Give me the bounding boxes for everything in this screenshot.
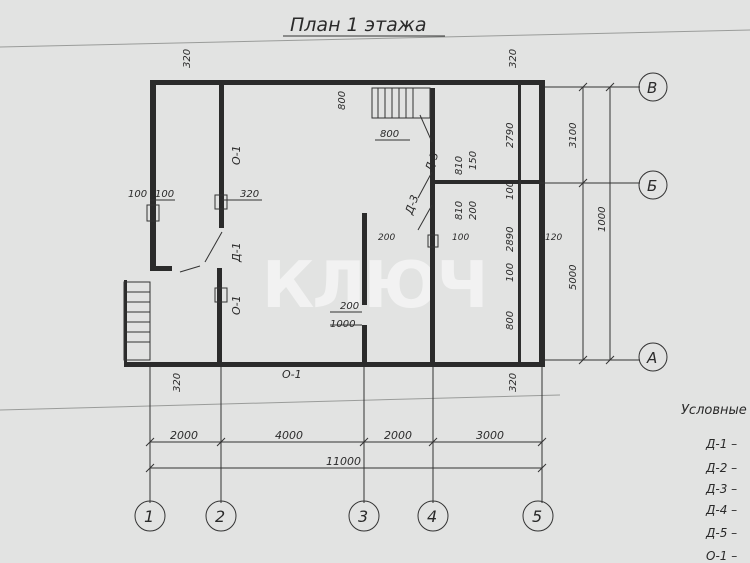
label-810-a: 810 — [454, 156, 465, 175]
label-1000: 1000 — [330, 319, 355, 330]
window-axis2-lower — [214, 287, 228, 303]
label-200-a: 200 — [468, 201, 479, 220]
mark-d3-b: Д-3 — [402, 193, 421, 217]
watermark-text: КЛЮЧ — [262, 249, 486, 323]
wall-vestibule — [150, 266, 172, 271]
door-swings — [179, 171, 433, 326]
entrance-steps — [123, 281, 151, 361]
label-200-b: 200 — [378, 233, 395, 243]
dim-2000-a: 2000 — [170, 429, 198, 442]
wall-axisB — [434, 180, 540, 184]
dim-3100: 3100 — [568, 123, 579, 148]
thick-320-bottom-left: 320 — [172, 373, 183, 392]
axis-lines-horizontal — [540, 86, 640, 361]
staircase — [371, 87, 433, 143]
dim-3000: 3000 — [476, 429, 504, 442]
window-axis2 — [214, 194, 228, 210]
dim-1000: 1000 — [597, 207, 608, 232]
wall-axis2-lower — [217, 268, 222, 363]
dim-2000-b: 2000 — [384, 429, 412, 442]
paper-line-top — [0, 29, 750, 48]
axis-3: 3 — [358, 507, 368, 526]
dim-100-a: 100 — [505, 181, 516, 200]
paper-line-bottom — [0, 394, 561, 411]
mark-o1-c: О-1 — [282, 368, 302, 381]
plan-title: План 1 этажа — [290, 14, 427, 36]
label-320: 320 — [240, 189, 259, 200]
wall-axis3-lower — [362, 325, 367, 365]
legend-item-d3: Д-3 – — [705, 482, 737, 496]
legend-heading: Условные — [681, 403, 747, 418]
label-120: 120 — [545, 233, 562, 243]
label-800-a: 800 — [337, 91, 348, 110]
dim-2890: 2890 — [505, 227, 516, 252]
legend-item-d5: Д-5 – — [705, 526, 737, 540]
dim-5000: 5000 — [568, 265, 579, 290]
wall-right — [539, 80, 545, 367]
label-150: 150 — [468, 151, 479, 170]
window-left — [146, 204, 160, 222]
axis-bubbles-right — [638, 72, 668, 372]
wall-axis4 — [430, 88, 435, 363]
mark-d1: Д-1 — [230, 242, 243, 263]
legend-item-o1: О-1 – — [706, 549, 737, 563]
mark-o1-a: О-1 — [230, 145, 243, 165]
label-100-b: 100 — [155, 189, 174, 200]
dim-4000: 4000 — [275, 429, 303, 442]
label-800-b: 800 — [380, 129, 399, 140]
axis-bubbles-bottom — [134, 500, 554, 532]
axis-5: 5 — [532, 507, 542, 526]
dim-total: 11000 — [326, 455, 361, 468]
thick-320-top-right: 320 — [508, 49, 519, 68]
dim-chain-vertical — [519, 82, 615, 365]
label-100: 100 — [452, 233, 469, 243]
axis-B: Б — [647, 177, 657, 195]
axis-1: 1 — [144, 507, 154, 526]
dim-2790: 2790 — [505, 123, 516, 148]
legend-item-d1: Д-1 – — [705, 437, 737, 451]
dim-chain-horizontal — [145, 437, 547, 473]
label-200-c: 200 — [340, 301, 359, 312]
dim-100-b: 100 — [505, 263, 516, 282]
legend-item-d4: Д-4 – — [705, 503, 737, 517]
axis-lines-vertical — [149, 367, 543, 503]
axis-4: 4 — [427, 507, 437, 526]
window-marks — [146, 194, 439, 303]
axis-V: В — [647, 79, 657, 97]
wall-top — [150, 80, 545, 85]
window-axis4 — [427, 234, 439, 248]
axis-A: А — [646, 349, 657, 367]
wall-left-upper — [150, 80, 156, 270]
label-810-b: 810 — [454, 201, 465, 220]
dim-800: 800 — [505, 311, 516, 330]
mark-d3-a: Д-3 — [422, 150, 441, 174]
legend-item-d2: Д-2 – — [705, 461, 737, 475]
thick-320-bottom-right: 320 — [508, 373, 519, 392]
axis-2: 2 — [215, 507, 225, 526]
wall-axis3-column — [362, 213, 367, 305]
wall-bottom — [124, 362, 544, 367]
label-100-a: 100 — [128, 189, 147, 200]
wall-axis2-upper — [219, 83, 224, 228]
mark-o1-b: О-1 — [230, 295, 243, 315]
thick-320-top-left: 320 — [182, 49, 193, 68]
